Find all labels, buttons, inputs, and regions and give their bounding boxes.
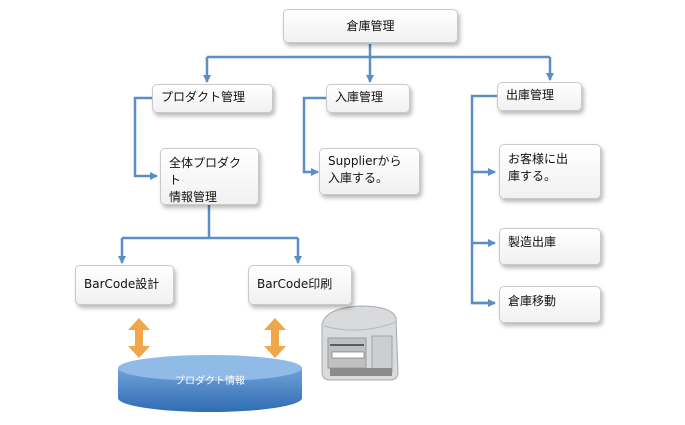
node-product-management: プロダクト管理	[152, 84, 273, 113]
node-manufacturing-outbound: 製造出庫	[499, 228, 601, 265]
product-info-database	[118, 355, 302, 412]
node-all-product-info-management: 全体プロダクト 情報管理	[160, 148, 259, 205]
node-outbound-to-customer: お客様に出 庫する。	[499, 144, 601, 199]
root-node-warehouse-management: 倉庫管理	[283, 9, 458, 43]
node-barcode-print: BarCode印刷	[248, 265, 352, 305]
database-label: プロダクト情報	[175, 376, 245, 387]
barcode-design-db-arrow	[128, 318, 150, 358]
node-inbound-from-supplier: Supplierから 入庫する。	[319, 148, 420, 195]
node-barcode-design: BarCode設計	[75, 265, 174, 305]
node-outbound-management: 出庫管理	[497, 82, 582, 111]
barcode-print-db-arrow	[264, 318, 286, 358]
node-inbound-management: 入庫管理	[326, 84, 410, 113]
label-printer-icon	[321, 305, 399, 381]
node-warehouse-transfer: 倉庫移動	[499, 286, 601, 323]
